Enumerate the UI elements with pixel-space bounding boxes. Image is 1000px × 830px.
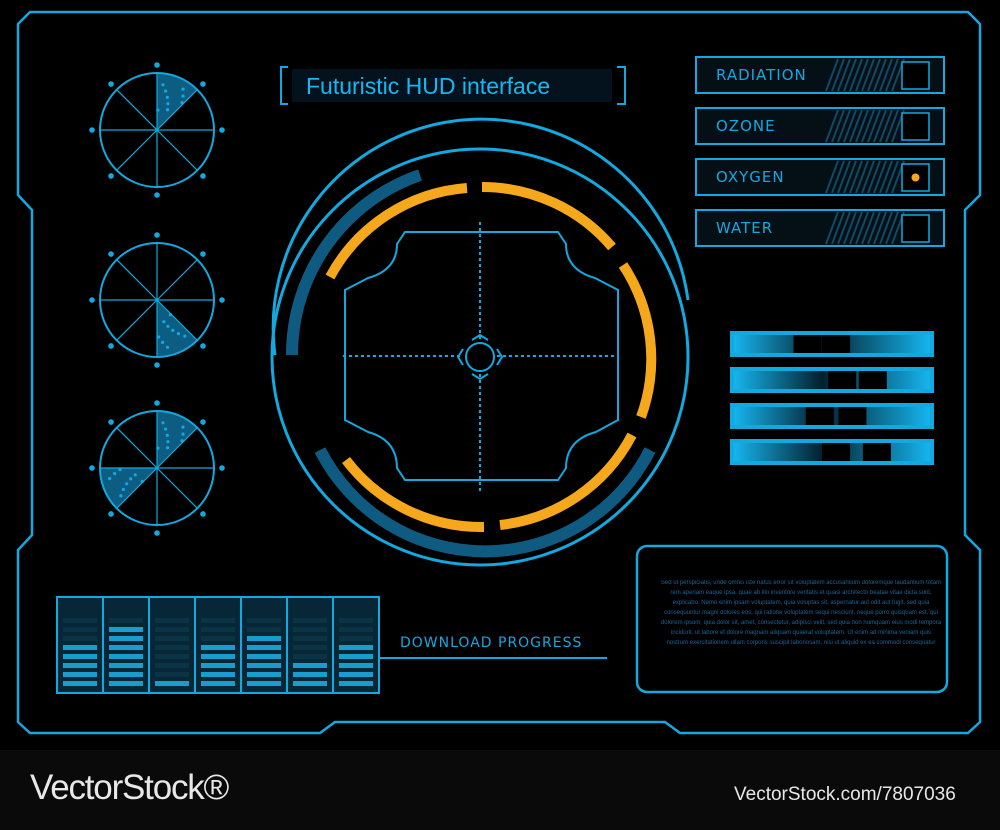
slider-marker xyxy=(822,443,851,461)
checklist-item[interactable] xyxy=(695,209,945,247)
info-text: Sed ut perspiciatis, unde omnis iste nat… xyxy=(660,580,942,646)
equalizer-column xyxy=(240,596,288,694)
checklist xyxy=(695,56,945,247)
checklist-label-radiation: RADIATION xyxy=(716,66,807,84)
crosshair-icon xyxy=(270,117,690,567)
checklist-label-oxygen: OXYGEN xyxy=(716,168,785,186)
slider-bar xyxy=(730,367,934,393)
slider-marker xyxy=(822,335,851,353)
checkbox[interactable] xyxy=(901,214,930,243)
checklist-item[interactable] xyxy=(695,56,945,94)
watermark-logo: VectorStock® xyxy=(30,768,229,807)
outer-frame xyxy=(16,10,982,735)
pie-gauge-icon xyxy=(89,400,225,536)
pie-gauges xyxy=(89,62,225,536)
equalizer-column xyxy=(102,596,150,694)
pie-gauge-icon xyxy=(89,62,225,198)
slider-bar xyxy=(730,331,934,357)
slider-bar xyxy=(730,403,934,429)
download-equalizer xyxy=(56,596,380,694)
checklist-label-ozone: OZONE xyxy=(716,117,776,135)
watermark-bar xyxy=(0,750,1000,830)
checklist-label-water: WATER xyxy=(716,219,774,237)
slider-marker xyxy=(805,407,834,425)
title-frame xyxy=(280,66,626,105)
check-mark-icon xyxy=(911,173,920,182)
checkbox[interactable] xyxy=(901,112,930,141)
slider-bars xyxy=(730,331,934,465)
download-progress-label: DOWNLOAD PROGRESS xyxy=(400,635,583,651)
equalizer-column xyxy=(56,596,104,694)
watermark-id: VectorStock.com/7807036 xyxy=(734,784,956,805)
slider-marker xyxy=(862,443,891,461)
equalizer-column xyxy=(194,596,242,694)
slider-marker xyxy=(858,371,887,389)
checkbox[interactable] xyxy=(901,61,930,90)
info-box xyxy=(635,544,949,694)
equalizer-column xyxy=(332,596,380,694)
checklist-item[interactable] xyxy=(695,107,945,145)
pie-gauge-icon xyxy=(89,232,225,368)
equalizer-column xyxy=(286,596,334,694)
equalizer-column xyxy=(148,596,196,694)
page-title: Futuristic HUD interface xyxy=(306,73,551,99)
slider-bar xyxy=(730,439,934,465)
slider-marker xyxy=(838,407,867,425)
slider-marker xyxy=(793,335,822,353)
checklist-item[interactable] xyxy=(695,158,945,196)
slider-marker xyxy=(828,371,857,389)
hud-canvas xyxy=(16,10,982,735)
